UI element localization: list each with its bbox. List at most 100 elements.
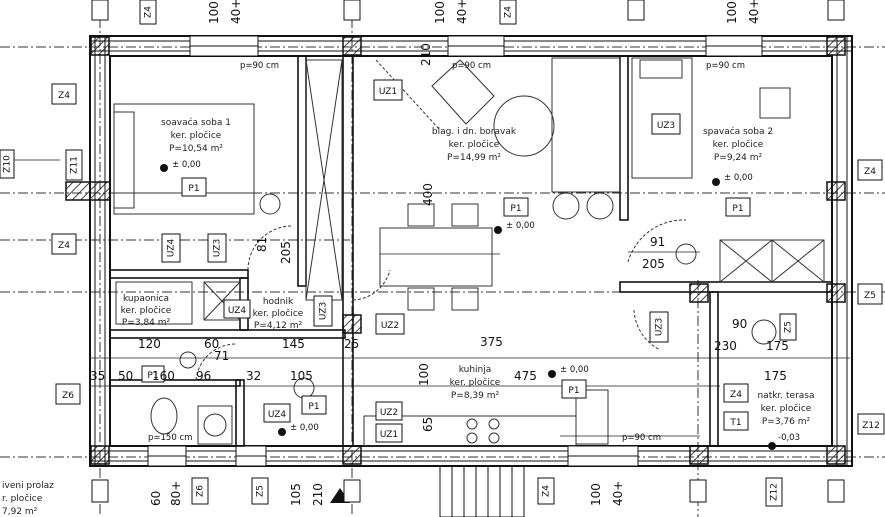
entry-stairs: [439, 465, 525, 517]
svg-text:96: 96: [196, 369, 211, 383]
svg-text:475: 475: [514, 369, 537, 383]
svg-text:91: 91: [650, 235, 665, 249]
svg-text:100: 100: [589, 483, 603, 506]
svg-text:P1: P1: [308, 402, 319, 412]
room-living: blag. i dn. boravak ker. pločice P=14,99…: [432, 127, 517, 163]
svg-text:Z4: Z4: [504, 6, 514, 18]
level-label: -0,03: [778, 433, 800, 443]
svg-text:40+: 40+: [611, 481, 625, 506]
parapet-label: p=150 cm: [148, 433, 192, 443]
svg-text:32: 32: [246, 369, 261, 383]
tag-z10: Z10: [0, 149, 15, 179]
svg-text:P1: P1: [510, 204, 521, 214]
room-finish: ker. pločice: [450, 377, 501, 388]
room-finish: ker. pločice: [121, 305, 172, 316]
svg-text:UZ3: UZ3: [655, 318, 665, 336]
room-finish: ker. pločice: [713, 139, 764, 150]
door-tags: UZ1 UZ1 UZ2 UZ2 UZ3 UZ3 UZ3 UZ3 UZ4 UZ4 …: [161, 79, 681, 443]
room-area: P=10,54 m²: [169, 144, 223, 154]
tag-uz3: UZ3: [313, 295, 333, 327]
svg-text:40+: 40+: [455, 0, 469, 24]
svg-text:UZ1: UZ1: [379, 87, 397, 97]
tag-uz4: UZ4: [161, 233, 181, 263]
svg-text:175: 175: [764, 369, 787, 383]
svg-text:UZ3: UZ3: [319, 302, 329, 320]
room-area: P=8,39 m²: [451, 391, 500, 401]
svg-text:100: 100: [725, 1, 739, 24]
tag-z11: Z11: [65, 149, 83, 181]
svg-text:60: 60: [204, 337, 219, 351]
room-kitchen: kuhinja ker. pločice P=8,39 m²: [450, 365, 501, 401]
tag-uz3: UZ3: [649, 311, 669, 343]
tag-uz3: UZ3: [207, 233, 227, 263]
tag-z4: Z4: [51, 83, 77, 105]
level-label: ± 0,00: [290, 423, 319, 433]
svg-text:T1: T1: [729, 418, 741, 428]
parapet-label: p=90 cm: [452, 61, 491, 71]
svg-text:Z5: Z5: [256, 485, 266, 497]
tag-z12: Z12: [857, 413, 885, 435]
svg-text:UZ4: UZ4: [167, 239, 177, 258]
room-finish: ker. pločice: [171, 130, 222, 141]
level-label: ± 0,00: [560, 365, 589, 375]
tag-p1: P1: [181, 177, 207, 197]
room-finish: ker. pločice: [761, 403, 812, 414]
room-passage: iveni prolaz r. pločice 7,92 m²: [2, 481, 54, 517]
room-finish: ker. pločice: [449, 139, 500, 150]
svg-text:Z6: Z6: [62, 391, 74, 401]
svg-text:Z6: Z6: [196, 485, 206, 497]
tag-uz4: UZ4: [263, 403, 291, 423]
svg-text:UZ2: UZ2: [380, 408, 398, 418]
tag-z6: Z6: [55, 383, 81, 405]
tag-p1: P1: [561, 379, 587, 399]
tag-z5: Z5: [857, 283, 883, 305]
svg-text:UZ4: UZ4: [228, 306, 247, 316]
dimension-labels: 100 40+ 100 40+ 100 40+ 210 400 81 205 9…: [90, 0, 789, 506]
svg-text:71: 71: [214, 349, 229, 363]
tag-z12: Z12: [765, 477, 783, 507]
svg-text:Z4: Z4: [58, 241, 70, 251]
svg-text:205: 205: [279, 241, 293, 264]
room-area: P=9,24 m²: [714, 153, 763, 163]
room-name: blag. i dn. boravak: [432, 127, 517, 137]
tag-z6: Z6: [191, 477, 209, 505]
room-name: iveni prolaz: [2, 481, 54, 491]
svg-text:Z11: Z11: [70, 156, 80, 174]
tag-uz1: UZ1: [373, 79, 403, 101]
svg-text:175: 175: [766, 339, 789, 353]
door-swings: [195, 59, 687, 381]
tag-z5: Z5: [251, 477, 269, 505]
tag-p1: P1: [725, 197, 751, 217]
svg-text:P1: P1: [147, 371, 158, 381]
svg-text:105: 105: [289, 483, 303, 506]
tag-uz2: UZ2: [375, 401, 403, 421]
room-name: soavaća soba 1: [161, 117, 231, 128]
tag-z4: Z4: [139, 0, 157, 25]
tag-p1: P1: [301, 395, 327, 415]
tag-uz2: UZ2: [375, 313, 405, 335]
room-finish: ker. pločice: [253, 308, 304, 319]
room-area: P=3,84 m²: [122, 318, 171, 328]
svg-text:40+: 40+: [229, 0, 243, 24]
room-finish: r. pločice: [2, 493, 43, 504]
room-bathroom: kupaonica ker. pločice P=3,84 m²: [121, 294, 172, 328]
room-bedroom-1: soavaća soba 1 ker. pločice P=10,54 m²: [161, 117, 231, 154]
room-terrace: natkr. terasa ker. pločice P=3,76 m²: [757, 391, 814, 427]
svg-text:35: 35: [90, 369, 105, 383]
svg-text:210: 210: [419, 43, 433, 66]
svg-text:Z5: Z5: [864, 291, 876, 301]
furniture: [113, 57, 825, 447]
svg-text:UZ3: UZ3: [657, 121, 675, 131]
tag-uz3: UZ3: [651, 113, 681, 135]
svg-text:81: 81: [255, 237, 269, 252]
floor-tags: P1 P1 P1 P1 P1 P1 T1: [141, 177, 751, 431]
svg-text:UZ4: UZ4: [268, 410, 287, 420]
svg-text:Z12: Z12: [862, 421, 880, 431]
room-name: natkr. terasa: [757, 391, 814, 401]
svg-text:40+: 40+: [747, 0, 761, 24]
parapet-label: p=90 cm: [622, 433, 661, 443]
svg-text:Z5: Z5: [784, 321, 794, 333]
parapet-labels: p=90 cm p=90 cm p=90 cm p=90 cm p=150 cm: [148, 61, 745, 443]
level-label: ± 0,00: [506, 221, 535, 231]
